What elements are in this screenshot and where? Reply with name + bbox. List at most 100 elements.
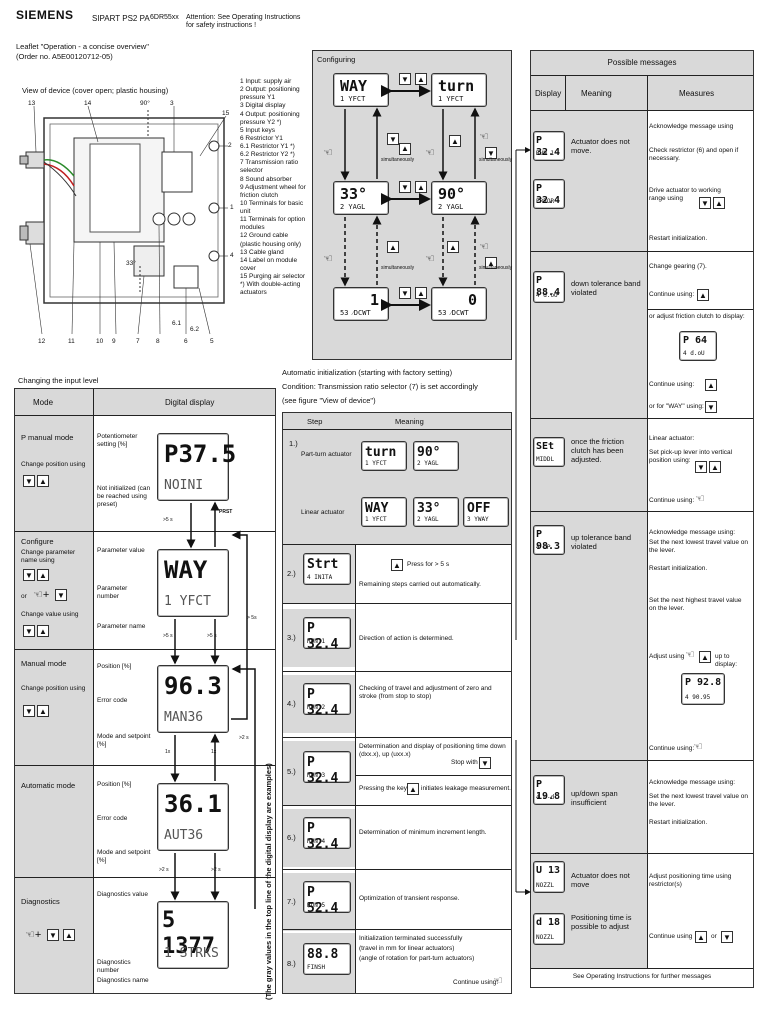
init-lcd: P 32.4 RUN 3 — [303, 751, 351, 786]
callout-6-1: 6.1 — [172, 320, 182, 327]
msg-measure: Set the next highest travel value on the… — [649, 597, 742, 613]
step-meaning: Direction of action is determined. — [359, 635, 454, 642]
msg-measure: Restart initialization. — [649, 235, 708, 242]
order-number: (Order no. A5E00120712-05) — [16, 52, 113, 61]
legend-item: 4 Output: positioning pressure Y2 *) — [240, 110, 300, 126]
up-key-icon — [695, 931, 707, 943]
msg-measure: Drive actuator to working range using — [649, 187, 721, 203]
col-meaning: Meaning — [581, 89, 612, 98]
hand-key-icon: ☜+ — [33, 589, 50, 601]
callout-90deg: 90° — [140, 100, 150, 107]
init-lcd: turn 1 YFCT — [361, 441, 407, 471]
down-key-icon — [399, 287, 411, 299]
callout-8: 8 — [156, 338, 160, 345]
possible-messages-title: Possible messages — [531, 51, 753, 75]
input-level-table: Mode Digital display P manual mode Chang… — [14, 388, 276, 994]
msg-lcd-ud: P 19.8 4 U-d — [533, 775, 565, 805]
down-key-icon — [485, 147, 497, 159]
msg-measure: or — [711, 933, 717, 940]
down-key-icon — [399, 181, 411, 193]
device-svg — [19, 105, 228, 335]
connector-arrows — [515, 147, 531, 895]
init-lcd: 33° 2 YAGL — [413, 497, 459, 527]
messages-footer: See Operating Instructions for further m… — [572, 973, 712, 980]
init-lcd: OFF 3 YWAY — [463, 497, 509, 527]
up-key-icon — [697, 289, 709, 301]
simultaneously-label: simultaneously — [479, 265, 513, 271]
col-digital-display: Digital display — [165, 398, 215, 407]
auto-init-title: Automatic initialization (starting with … — [282, 368, 453, 377]
legend-item: 7 Transmission ratio selector — [240, 159, 299, 175]
timing-label: >2 s — [211, 867, 221, 873]
up-key-icon — [37, 705, 49, 717]
input-level-arrows — [170, 501, 256, 909]
msg-measure: Check restrictor (6) and open if necessa… — [649, 147, 739, 163]
hand-key-icon: ☜ — [493, 975, 503, 987]
hand-key-icon: ☜ — [323, 253, 333, 265]
up-key-icon — [415, 287, 427, 299]
callout-7: 7 — [136, 338, 140, 345]
linear-label: Linear actuator — [301, 509, 345, 516]
msg-meaning: up/down span insufficient — [571, 789, 618, 807]
col-meaning: Meaning — [395, 417, 424, 426]
down-key-icon — [47, 929, 59, 941]
legend-item: 6 Restrictor Y1 — [240, 134, 283, 142]
msg-measure: Adjust positioning time using restrictor… — [649, 873, 732, 889]
step-number: 3.) — [287, 633, 296, 642]
callout-1: 1 — [230, 204, 234, 211]
product-name: SIPART PS2 PA — [92, 14, 150, 23]
part-turn-label: Part-turn actuator — [301, 451, 352, 458]
stop-label: Stop with — [451, 759, 478, 766]
col-step: Step — [307, 417, 323, 426]
vertical-note: (The gray values in the top line of the … — [264, 763, 273, 1000]
lcd-manual: 96.3 MAN36 — [157, 665, 229, 733]
msg-meaning: down tolerance band violated — [571, 279, 641, 297]
step-meaning: Determination and display of positioning… — [359, 743, 506, 759]
up-key-icon — [399, 143, 411, 155]
display-label: Error code — [97, 697, 128, 704]
simultaneously-label: simultaneously — [381, 265, 415, 271]
up-key-icon — [705, 379, 717, 391]
msg-measure: Acknowledge message using — [649, 123, 734, 130]
callout-9: 9 — [112, 338, 116, 345]
configuring-panel: Configuring WAY 1 YFCT turn 1 YFCT 33° 2… — [312, 50, 512, 360]
msg-measure: Continue using: — [649, 497, 695, 504]
device-view-title: View of device (cover open; plastic hous… — [22, 86, 169, 95]
msg-lcd-nozzl-down: d 18 NOZZL — [533, 913, 565, 945]
up-key-icon — [407, 783, 419, 795]
hand-key-icon: ☜ — [695, 493, 705, 505]
timing-label: >5 s — [207, 633, 217, 639]
hand-key-icon: ☜ — [425, 253, 435, 265]
legend-item: 8 Sound absorber — [240, 175, 292, 183]
init-lcd: P 32.4 RUN 1 — [303, 617, 351, 652]
up-key-icon — [37, 625, 49, 637]
col-display: Display — [535, 89, 562, 98]
msg-measure: Acknowledge message using: — [649, 529, 735, 536]
down-key-icon — [705, 401, 717, 413]
legend-item: 15 Purging air selector — [240, 273, 306, 280]
up-key-icon — [415, 181, 427, 193]
legend-item: 6.1 Restrictor Y1 *) — [240, 143, 295, 150]
continue-label: Continue using: — [453, 979, 499, 986]
display-label: Parameter number — [97, 585, 128, 601]
msg-measure: Change gearing (7). — [649, 263, 707, 270]
attention-note: Attention: See Operating Instructions fo… — [186, 14, 301, 30]
configuring-title: Configuring — [317, 55, 356, 64]
msg-measure: Restart initialization. — [649, 819, 708, 826]
hand-key-icon: ☜ — [479, 131, 489, 143]
timing-label: 1x — [165, 749, 171, 755]
mode-manual: Manual mode — [21, 659, 67, 668]
legend-item: 12 Ground cable (plastic housing only) — [240, 232, 302, 248]
up-key-icon — [699, 651, 711, 663]
step-number: 2.) — [287, 569, 296, 578]
mode-sub: Change value using — [21, 611, 79, 618]
callout-14: 14 — [84, 100, 92, 107]
down-key-icon — [23, 475, 35, 487]
mode-configure: Configure — [21, 537, 54, 546]
step-number: 4.) — [287, 699, 296, 708]
legend-item: 3 Digital display — [240, 102, 286, 110]
legend-item: 14 Label on module cover — [240, 256, 298, 272]
msg-meaning: Positioning time is possible to adjust — [571, 913, 632, 931]
mode-sub: Change position using — [21, 685, 86, 692]
timing-label: > 5s — [247, 615, 257, 621]
